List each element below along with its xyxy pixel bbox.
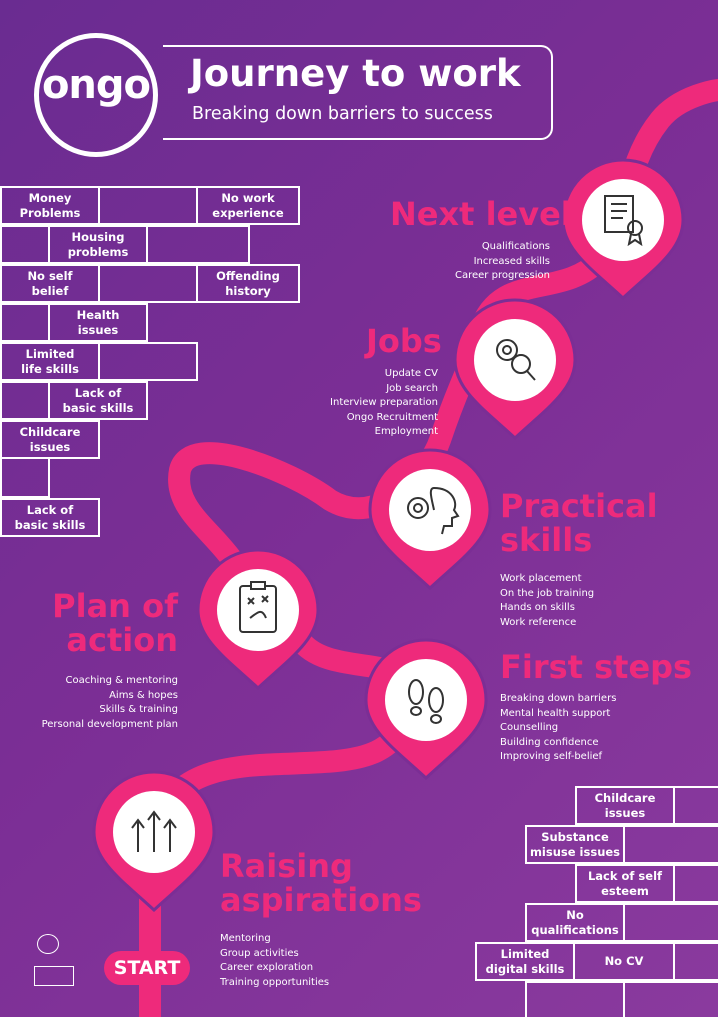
page-title: Journey to work xyxy=(190,52,521,95)
pin-raising-aspirations xyxy=(92,770,216,912)
heading-next-level: Next level xyxy=(390,195,572,233)
pin-practical-skills xyxy=(368,448,492,590)
barrier-brick: Offending history xyxy=(196,264,300,303)
page-subtitle: Breaking down barriers to success xyxy=(192,104,493,124)
list-plan-of-action: Coaching & mentoring Aims & hopes Skills… xyxy=(41,675,178,730)
barrier-brick-empty xyxy=(673,864,718,903)
list-raising-aspirations: Mentoring Group activities Career explor… xyxy=(220,933,330,988)
barrier-brick: No work experience xyxy=(196,186,300,225)
heading-first-steps: First steps xyxy=(500,648,693,686)
partner-logo-box xyxy=(34,966,74,986)
barrier-brick-empty xyxy=(98,342,198,381)
barrier-brick-empty xyxy=(623,981,718,1017)
barrier-brick: Substance misuse issues xyxy=(525,825,625,864)
list-next-level: Qualifications Increased skills Career p… xyxy=(455,241,550,281)
barrier-brick: Lack of self esteem xyxy=(575,864,675,903)
footprints-icon xyxy=(408,679,444,724)
certificate-icon xyxy=(604,195,643,247)
pin-first-steps xyxy=(364,638,488,780)
logo-text: ongo xyxy=(41,62,151,108)
ongo-logo xyxy=(34,33,158,157)
start-label: START xyxy=(104,951,190,985)
heading-practical-skills: Practical skills xyxy=(500,487,658,559)
barrier-brick-empty xyxy=(0,459,50,498)
barrier-brick: Lack of basic skills xyxy=(48,381,148,420)
barrier-brick-empty xyxy=(623,903,718,942)
pin-jobs xyxy=(453,298,577,440)
head-gear-icon xyxy=(407,487,460,535)
barrier-brick-empty xyxy=(673,786,718,825)
title-frame xyxy=(163,45,553,140)
barrier-brick: Childcare issues xyxy=(575,786,675,825)
gear-magnifier-icon xyxy=(496,339,536,381)
partner-logo-circle xyxy=(37,934,59,954)
list-first-steps: Breaking down barriers Mental health sup… xyxy=(500,693,617,762)
clipboard-tactics-icon xyxy=(239,581,277,633)
barrier-brick-empty xyxy=(146,225,250,264)
pin-next-level xyxy=(561,158,685,300)
pin-plan-of-action xyxy=(196,548,320,690)
rising-arrows-icon xyxy=(131,810,177,852)
list-jobs: Update CV Job search Interview preparati… xyxy=(330,368,438,437)
barrier-brick-empty xyxy=(673,942,718,981)
heading-plan-of-action: Plan of action xyxy=(52,587,178,659)
barrier-brick: Childcare issues xyxy=(0,420,100,459)
list-practical-skills: Work placement On the job training Hands… xyxy=(500,573,595,628)
heading-jobs: Jobs xyxy=(366,322,442,360)
barrier-brick: Lack of basic skills xyxy=(0,498,100,537)
heading-raising-aspirations: Raising aspirations xyxy=(220,847,422,919)
barrier-brick-empty xyxy=(623,825,718,864)
barrier-brick: Health issues xyxy=(48,303,148,342)
